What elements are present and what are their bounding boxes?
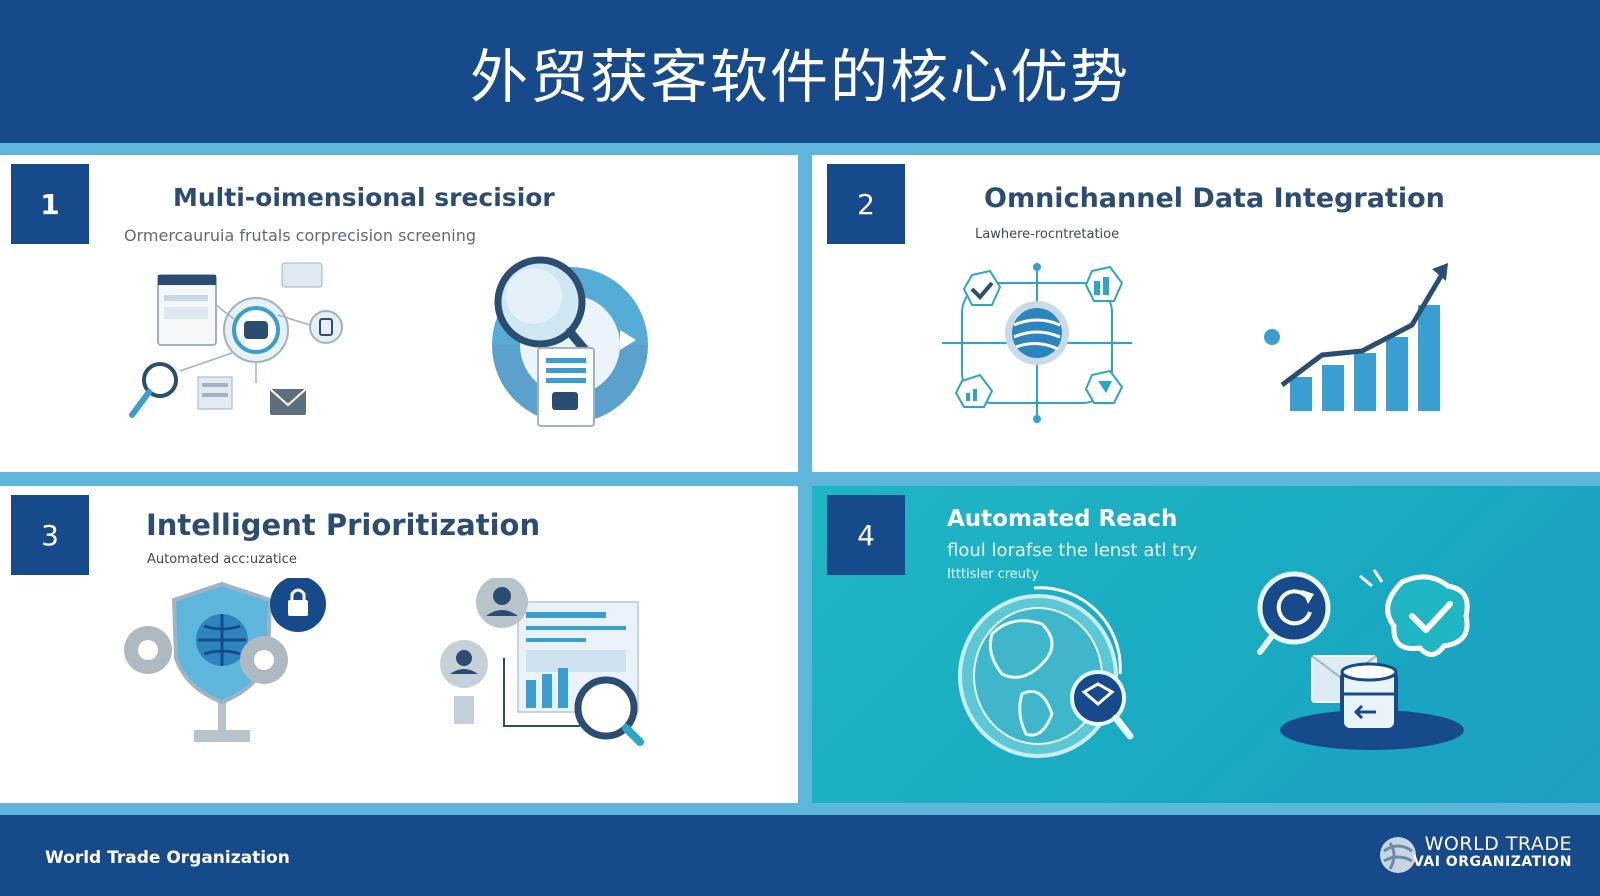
card-caption: Itttisler creuty: [947, 567, 1039, 582]
globe-reach-illustration: [958, 586, 1134, 758]
card-number: 3: [11, 495, 89, 575]
card-number: 1: [11, 164, 89, 244]
footer-logo-line1: WORLD TRADE: [1424, 833, 1572, 855]
search-analysis-illustration: [492, 256, 648, 427]
header: 外贸获客软件的核心优势: [0, 0, 1600, 143]
footer: World Trade Organization WORLD TRADE VAI…: [0, 815, 1600, 896]
card-2: 2 Omnichannel Data Integration Lawhere-r…: [812, 155, 1600, 472]
card-subtitle: Ormercauruia frutals corprecision screen…: [124, 226, 476, 245]
automation-illustration: [1257, 569, 1470, 750]
lock-icon: [244, 321, 268, 339]
shield-globe-illustration: [124, 578, 326, 742]
lock-icon: [288, 600, 308, 616]
card-number: 4: [827, 495, 905, 575]
magnifier-icon: [574, 676, 638, 740]
growth-chart-illustration: [1264, 263, 1448, 411]
footer-logo-line2: VAI ORGANIZATION: [1412, 854, 1572, 870]
card-title: Intelligent Prioritization: [146, 508, 541, 542]
card-subtitle: Automated acc:uzatice: [147, 552, 297, 567]
check-cloud-icon: [1385, 574, 1470, 657]
network-globe-illustration: [942, 263, 1132, 423]
footer-organization-name: World Trade Organization: [45, 848, 290, 868]
card-subtitle: floul lorafse the lenst atl try: [947, 540, 1198, 561]
card-1: 1 Multi-oimensional srecisior Ormercauru…: [0, 155, 798, 472]
footer-logo: WORLD TRADE VAI ORGANIZATION: [1413, 835, 1572, 871]
globe-logo-icon: [1380, 837, 1416, 873]
card-number: 2: [827, 164, 905, 244]
magnifier-icon: [142, 362, 178, 398]
data-screening-illustration: [129, 262, 343, 418]
card-title: Omnichannel Data Integration: [984, 183, 1445, 214]
page-title: 外贸获客软件的核心优势: [469, 43, 1130, 111]
card-3: 3 Intelligent Prioritization Automated a…: [0, 486, 798, 803]
refresh-icon: [1257, 571, 1331, 645]
card-title: Automated Reach: [947, 506, 1178, 532]
dashboard-illustration: [440, 578, 644, 746]
card-subtitle: Lawhere-rocntretatioe: [975, 227, 1120, 242]
card-title: Multi-oimensional srecisior: [173, 183, 555, 212]
envelope-icon: [270, 389, 306, 415]
card-4: 4 Automated Reach floul lorafse the lens…: [812, 486, 1600, 803]
